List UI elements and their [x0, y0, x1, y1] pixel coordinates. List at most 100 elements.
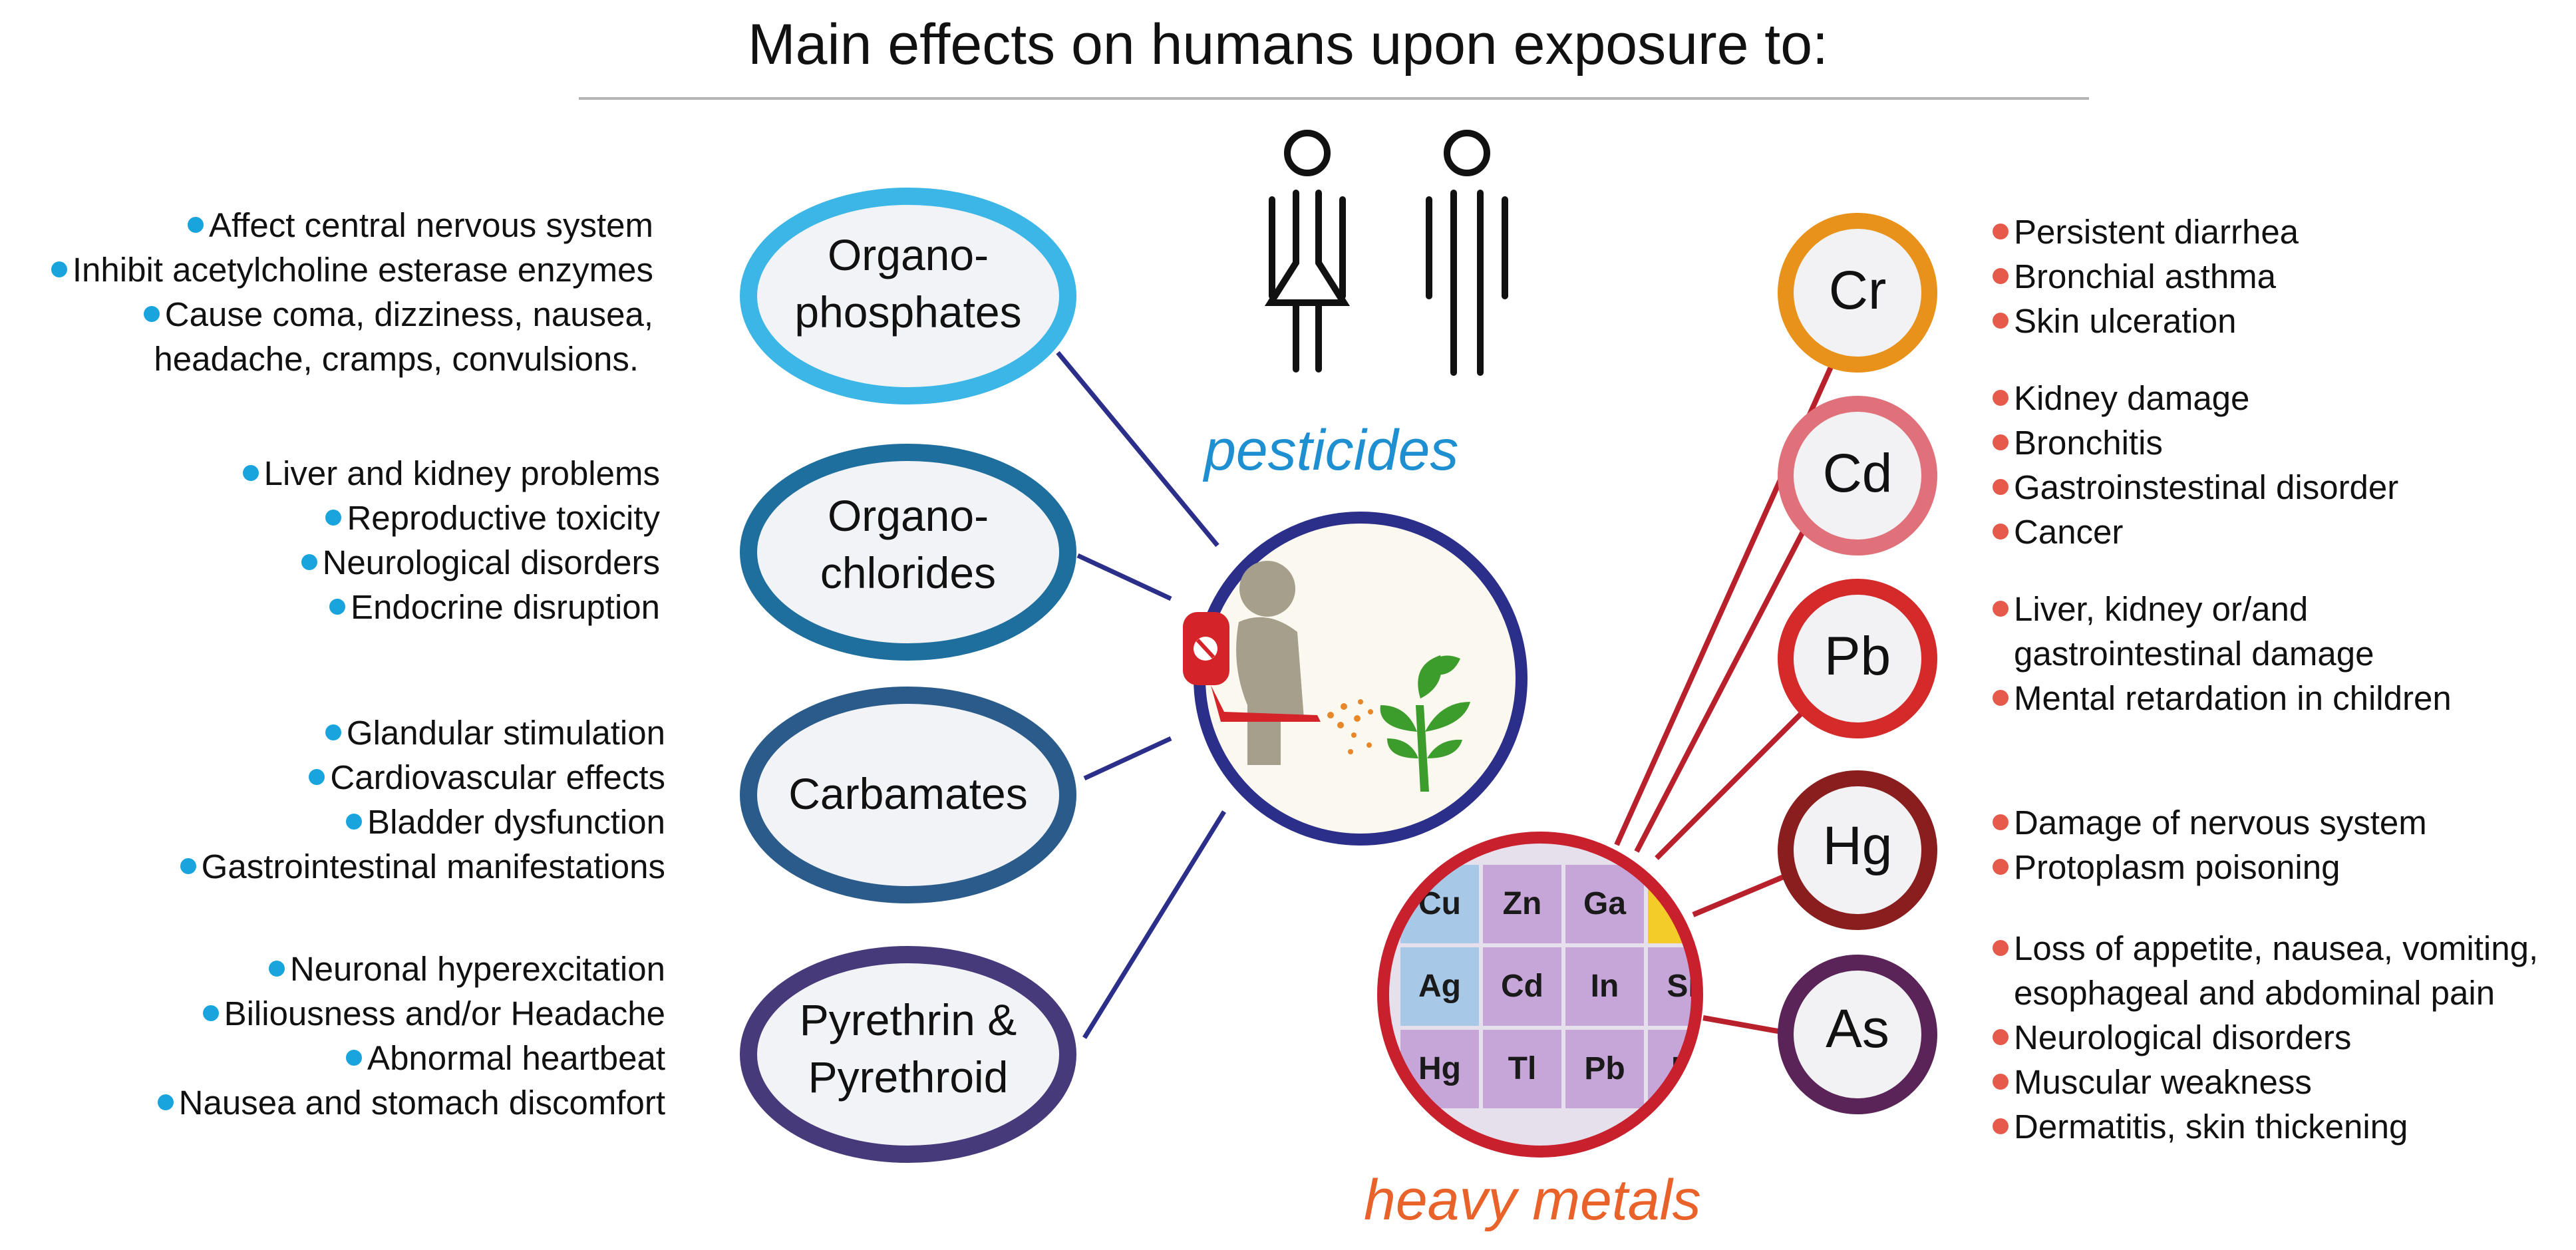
- effects-organophosphates: Affect central nervous system Inhibit ac…: [51, 203, 653, 381]
- bullet-icon: [329, 599, 346, 615]
- connector-pb: [1655, 697, 1818, 860]
- list-item: headache, cramps, convulsions.: [154, 340, 639, 378]
- periodic-tile-symbol: Pb: [1584, 1051, 1625, 1086]
- class-ellipse: [740, 188, 1076, 404]
- periodic-tile-symbol: Zn: [1503, 886, 1542, 921]
- bullet-icon: [346, 814, 363, 830]
- list-item: Skin ulceration: [1993, 299, 2299, 343]
- bullet-icon: [1993, 479, 2009, 495]
- periodic-tile: [1565, 1030, 1644, 1108]
- periodic-tile-symbol: Tl: [1508, 1051, 1537, 1086]
- periodic-tile-symbol: In: [1591, 969, 1619, 1004]
- effects-hg: Damage of nervous system Protoplasm pois…: [1993, 800, 2427, 889]
- bullet-icon: [346, 1050, 363, 1066]
- bullet-icon: [202, 1005, 219, 1021]
- connector-organophosphates: [1056, 351, 1219, 547]
- periodic-tile-symbol: Ga: [1583, 886, 1626, 921]
- bullet-icon: [1993, 940, 2009, 956]
- list-item: Liver and kidney problems: [242, 451, 660, 496]
- list-item: Persistent diarrhea: [1993, 210, 2299, 254]
- list-item: Cardiovascular effects: [180, 755, 665, 800]
- periodic-tile-symbol: Ag: [1418, 969, 1461, 1004]
- metal-circle: [1778, 770, 1937, 930]
- list-item: esophageal and abdominal pain: [2014, 974, 2496, 1012]
- list-item: Inhibit acetylcholine esterase enzymes: [51, 247, 653, 292]
- bullet-icon: [1993, 524, 2009, 540]
- metal-circle: [1778, 213, 1937, 373]
- metal-label-cd: Cd: [1822, 443, 1893, 504]
- list-item: Bronchitis: [1993, 420, 2398, 465]
- heavy-metals-label: heavy metals: [1364, 1168, 1701, 1232]
- bullet-icon: [242, 465, 259, 481]
- pesticide-hub-icon: [1183, 512, 1528, 846]
- class-label-organochlorides: Organo- chlorides: [820, 491, 997, 597]
- list-item: Bladder dysfunction: [180, 800, 665, 844]
- woman-figure-icon: [1264, 130, 1351, 373]
- periodic-tile: [1565, 947, 1644, 1026]
- bullet-icon: [1993, 390, 2009, 406]
- bullet-icon: [1993, 1074, 2009, 1090]
- connector-pyrethroid: [1082, 810, 1226, 1039]
- list-item: Nausea and stomach discomfort: [157, 1080, 665, 1125]
- class-label-organophosphates: Organo- phosphates: [794, 230, 1022, 337]
- list-item: Gastrointestinal manifestations: [180, 844, 665, 889]
- human-figures-icon: [1264, 130, 1508, 376]
- list-item: Endocrine disruption: [243, 585, 660, 629]
- class-ellipse: [740, 444, 1076, 661]
- bullet-icon: [1993, 814, 2009, 830]
- periodic-tile: [1565, 865, 1644, 943]
- metal-circle: [1778, 396, 1937, 555]
- metal-label-hg: Hg: [1822, 816, 1893, 876]
- bullet-icon: [143, 306, 160, 322]
- list-item: Neuronal hyperexcitation: [158, 947, 665, 991]
- periodic-tile-symbol: Hg: [1418, 1051, 1461, 1086]
- bullet-icon: [157, 1094, 174, 1110]
- bullet-icon: [1993, 601, 2009, 617]
- periodic-tile: [1483, 865, 1561, 943]
- periodic-tile: [1483, 947, 1561, 1026]
- bullet-icon: [1993, 1118, 2009, 1134]
- list-item: Bronchial asthma: [1993, 254, 2299, 299]
- list-item: Kidney damage: [1993, 376, 2398, 420]
- class-ellipse: [740, 687, 1076, 903]
- list-item: Liver, kidney or/and: [1993, 587, 2452, 631]
- effects-organochlorides: Liver and kidney problems Reproductive t…: [242, 451, 660, 629]
- list-item: Protoplasm poisoning: [1993, 845, 2427, 889]
- effects-pyrethroid: Neuronal hyperexcitation Biliousness and…: [157, 947, 665, 1125]
- class-label-carbamates: Carbamates: [788, 769, 1028, 818]
- list-item: Dermatitis, skin thickening: [1993, 1104, 2538, 1149]
- periodic-tile-symbol: Sb: [1749, 969, 1790, 1004]
- bullet-icon: [268, 961, 285, 977]
- bullet-icon: [309, 769, 325, 785]
- effects-cr: Persistent diarrhea Bronchial asthma Ski…: [1993, 210, 2299, 343]
- list-item: Abnormal heartbeat: [158, 1036, 665, 1080]
- title-divider: [579, 97, 2089, 100]
- effects-carbamates: Glandular stimulation Cardiovascular eff…: [180, 710, 665, 889]
- pesticide-connectors: [1056, 351, 1226, 1039]
- metal-label-cr: Cr: [1828, 260, 1887, 321]
- man-figure-icon: [1426, 130, 1508, 376]
- bullet-icon: [1993, 1029, 2009, 1045]
- effects-as: Loss of appetite, nausea, vomiting, esop…: [1993, 926, 2538, 1149]
- periodic-tile-symbol: Cd: [1501, 969, 1543, 1004]
- bullet-icon: [1993, 434, 2009, 450]
- metal-circle: [1778, 955, 1937, 1114]
- list-item: Reproductive toxicity: [243, 496, 660, 540]
- list-item: Neurological disorders: [1993, 1015, 2538, 1060]
- periodic-tile: [1483, 1030, 1561, 1108]
- list-item: Cause coma, dizziness, nausea,: [51, 292, 653, 337]
- bullet-icon: [187, 217, 204, 233]
- list-item: Affect central nervous system: [51, 203, 653, 247]
- bullet-icon: [180, 858, 196, 874]
- list-item: Glandular stimulation: [180, 710, 665, 755]
- connector-cd: [1634, 518, 1812, 853]
- effects-pb: Liver, kidney or/and gastrointestinal da…: [1993, 587, 2452, 720]
- list-item: Neurological disorders: [243, 540, 660, 585]
- class-ellipse: [740, 946, 1076, 1163]
- bullet-icon: [1993, 690, 2009, 706]
- class-label-pyrethroid: Pyrethrin & Pyrethroid: [799, 995, 1017, 1102]
- list-item: Damage of nervous system: [1993, 800, 2427, 845]
- metal-circle: [1778, 579, 1937, 738]
